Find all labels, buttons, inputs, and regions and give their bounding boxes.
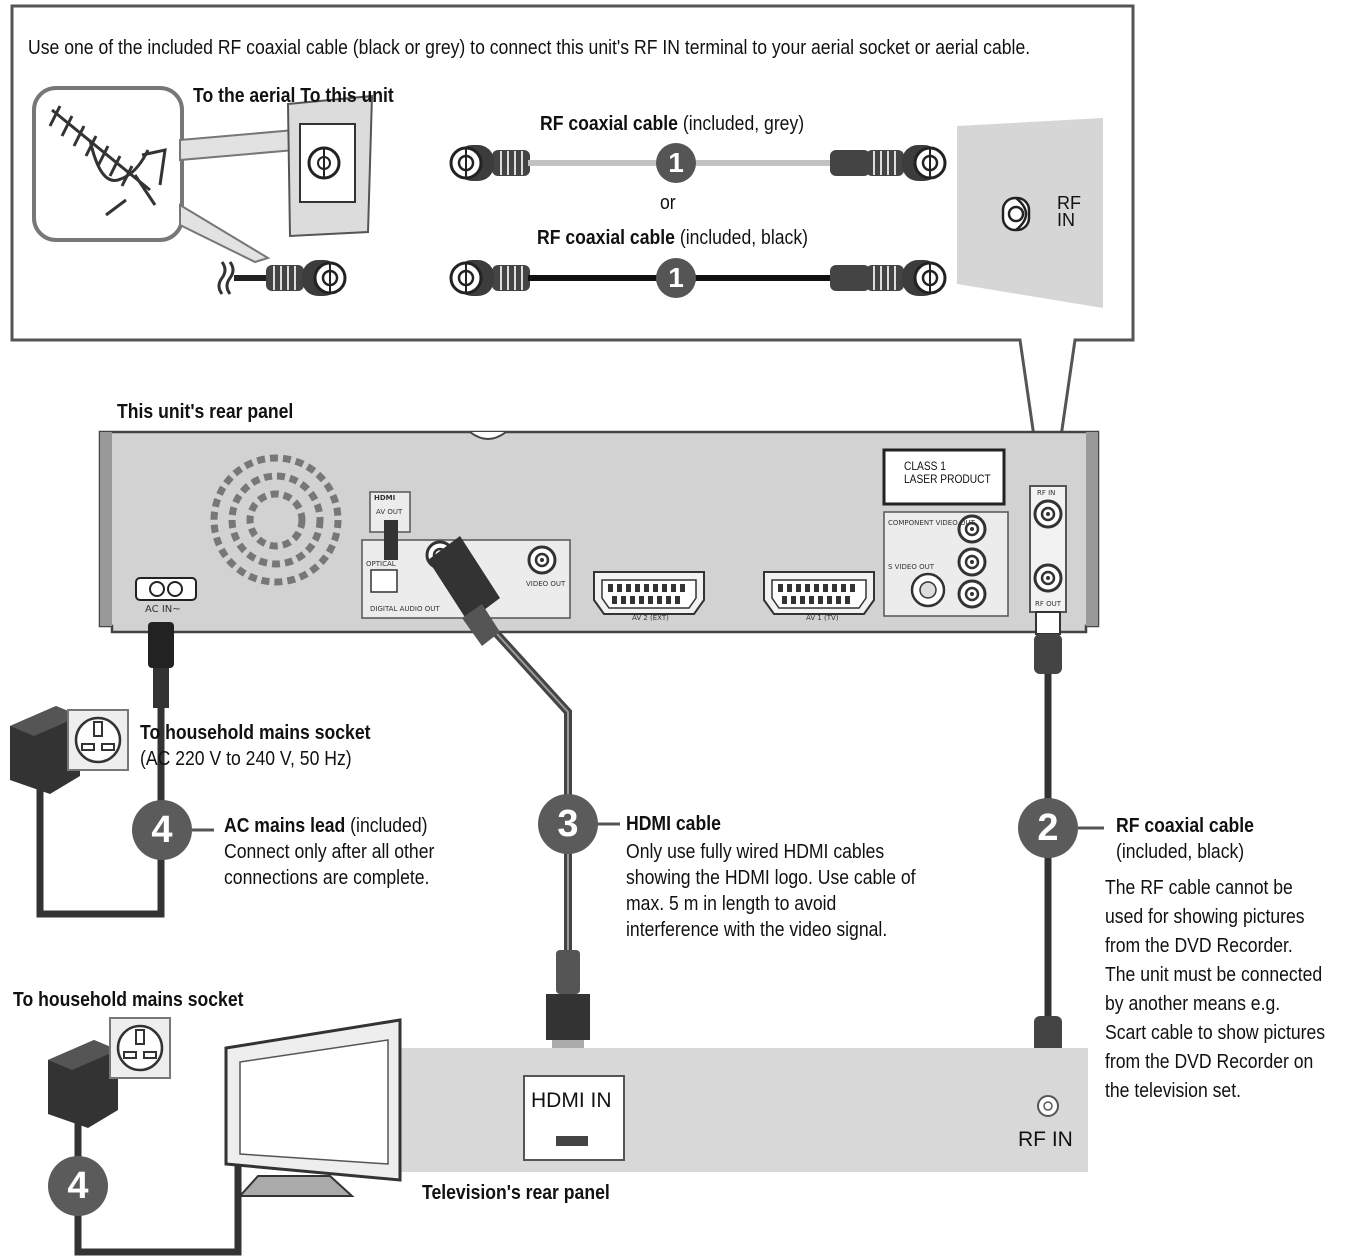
laser-line2: LASER PRODUCT (904, 472, 991, 486)
step2-desc-4: The unit must be connected (1105, 964, 1323, 986)
step4-caption: AC mains lead (included) (224, 814, 427, 838)
rf-black-caption: RF coaxial cable (included, black) (537, 226, 808, 250)
optical-label: OPTICAL (366, 560, 396, 568)
step2-note: (included, black) (1116, 841, 1245, 863)
step-1-badge-grey: 1 (656, 143, 696, 183)
hdmi-logo-label: HDMI (374, 494, 396, 502)
tv-rf-in-label: RF IN (1018, 1128, 1073, 1151)
component-label: COMPONENT VIDEO OUT (888, 519, 975, 527)
step3-line4: interference with the video signal. (626, 919, 888, 941)
tv-rear-panel-label: Television's rear panel (422, 1182, 610, 1204)
aerial-illustration (32, 86, 374, 298)
s-video-label: S VIDEO OUT (888, 563, 934, 571)
tv-hdmi-in-label: HDMI IN (531, 1089, 612, 1112)
rf-in-inset-label: RF IN (1057, 193, 1081, 230)
step-1-badge-black: 1 (656, 258, 696, 298)
step-4-badge: 4 (132, 800, 192, 860)
av-out-label: AV OUT (376, 508, 403, 516)
hdmi-cable (428, 536, 590, 1062)
laser-label: CLASS 1 LASER PRODUCT (904, 460, 991, 486)
aerial-label: To the aerial To this unit (193, 85, 394, 107)
step2-desc-2: used for showing pictures (1105, 906, 1305, 928)
intro-text: Use one of the included RF coaxial cable… (28, 37, 1031, 59)
rf-black-name: RF coaxial cable (537, 227, 675, 249)
rf-in-inset-jack (1001, 196, 1031, 232)
step4-line2: connections are complete. (224, 867, 430, 889)
rf-black-note: (included, black) (679, 227, 808, 249)
rf-in-inset-line1: RF (1057, 193, 1081, 213)
step4-title: AC mains lead (224, 815, 346, 837)
mains1-sub: (AC 220 V to 240 V, 50 Hz) (140, 748, 352, 770)
mains1-title: To household mains socket (140, 722, 371, 744)
step2-desc-6: Scart cable to show pictures (1105, 1022, 1326, 1044)
step2-desc-7: from the DVD Recorder on (1105, 1051, 1314, 1073)
step4-note: (included) (350, 815, 428, 837)
rear-panel-label: This unit's rear panel (117, 401, 294, 423)
video-out-label: VIDEO OUT (526, 580, 566, 588)
step4-line1: Connect only after all other (224, 841, 435, 863)
step2-desc-1: The RF cable cannot be (1105, 877, 1293, 899)
step-4-badge-tv: 4 (48, 1156, 108, 1216)
rf-in-inset-line2: IN (1057, 210, 1075, 230)
rf-in-small-label: RF IN (1037, 489, 1056, 497)
step3-line3: max. 5 m in length to avoid (626, 893, 837, 915)
digital-audio-label: DIGITAL AUDIO OUT (370, 605, 440, 613)
av1-label: AV 1 (TV) (806, 614, 839, 622)
rf-grey-name: RF coaxial cable (540, 113, 678, 135)
ac-mains-lead-tv (48, 1016, 242, 1256)
step2-desc-8: the television set. (1105, 1080, 1241, 1102)
ac-in-label: AC IN~ (145, 604, 181, 615)
av2-label: AV 2 (EXT) (632, 614, 669, 622)
mains2-title: To household mains socket (13, 989, 244, 1011)
step2-desc-3: from the DVD Recorder. (1105, 935, 1293, 957)
television (224, 1018, 1088, 1197)
step2-title: RF coaxial cable (1116, 815, 1254, 837)
step-2-badge: 2 (1018, 798, 1078, 858)
unit-rear-panel (98, 430, 1100, 634)
or-text: or (660, 192, 676, 214)
rf-grey-caption: RF coaxial cable (included, grey) (540, 112, 804, 136)
step3-line2: showing the HDMI logo. Use cable of (626, 867, 916, 889)
step3-title: HDMI cable (626, 813, 721, 835)
laser-line1: CLASS 1 (904, 459, 946, 473)
rf-out-small-label: RF OUT (1035, 600, 1062, 608)
step-3-badge: 3 (538, 794, 598, 854)
step3-line1: Only use fully wired HDMI cables (626, 841, 885, 863)
step2-desc-5: by another means e.g. (1105, 993, 1281, 1015)
rf-grey-note: (included, grey) (682, 113, 805, 135)
